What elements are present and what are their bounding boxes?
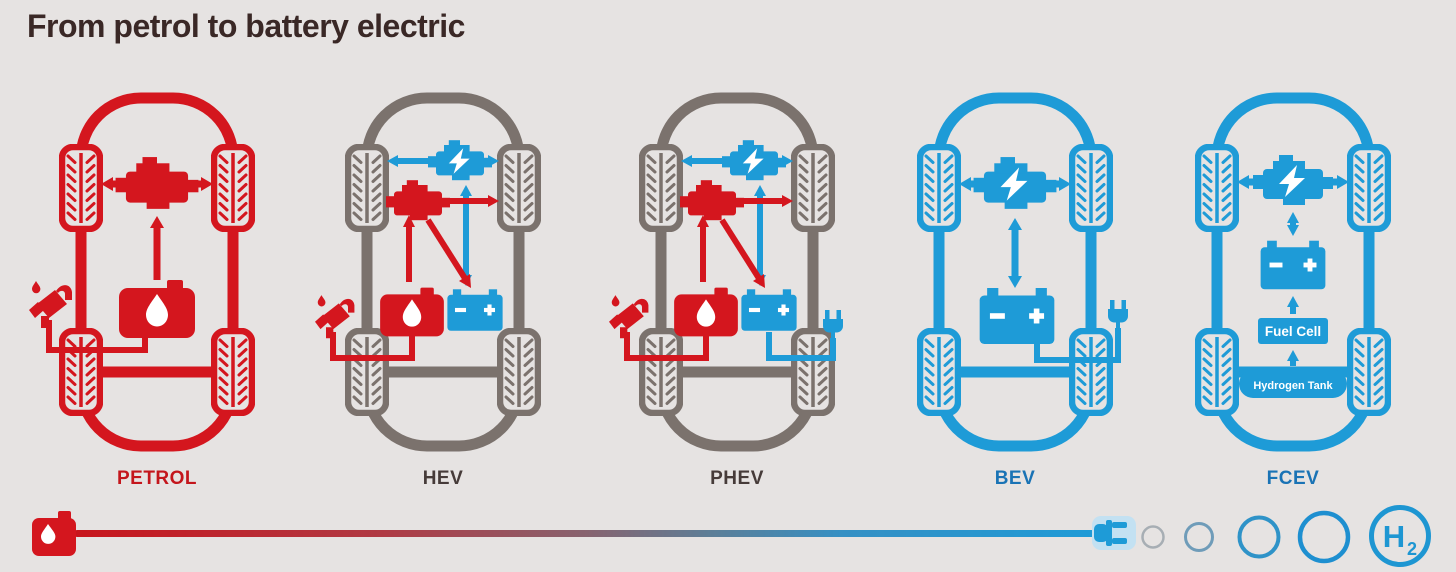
wheel-icon (1072, 331, 1110, 413)
motor-battery-arrow (1287, 212, 1299, 236)
wheel-icon (500, 331, 538, 413)
fuel-nozzle-icon (609, 295, 649, 339)
car-body-outline (361, 92, 525, 452)
fuel-to-engine-arrow (150, 216, 164, 280)
refuel-line (330, 332, 415, 361)
fuelcell-to-battery-arrow (1287, 296, 1299, 314)
tank-to-fuelcell-arrow (1287, 350, 1299, 366)
fuel-tank-icon (380, 287, 444, 337)
car-body-outline (933, 92, 1097, 452)
wheel-icon (214, 147, 252, 229)
transition-circle-1 (1141, 525, 1165, 549)
wheel-icon (1198, 331, 1236, 413)
wheel-icon (348, 147, 386, 229)
hydrogen-icon: H 2 (1369, 505, 1431, 567)
refuel-line (46, 320, 148, 353)
car-body-outline (655, 92, 819, 452)
transition-circle-4 (1297, 510, 1351, 564)
energy-transition-timeline: H 2 (32, 505, 1431, 567)
wheel-icon (794, 147, 832, 229)
fuel-tank-icon (674, 287, 738, 337)
wheel-icon (642, 331, 680, 413)
fuel-can-icon (32, 511, 76, 556)
wheel-icon (62, 331, 100, 413)
wheel-icon (1198, 147, 1236, 229)
electric-motor-icon (722, 140, 786, 181)
battery-icon (979, 288, 1055, 344)
vehicle-diagram-petrol (29, 92, 287, 452)
charging-line (766, 332, 836, 361)
battery-icon (741, 289, 797, 331)
wheel-icon (642, 147, 680, 229)
vehicle-diagram-phev (609, 92, 843, 452)
wheel-icon (920, 147, 958, 229)
vehicle-diagram-hev (315, 92, 573, 452)
engine-icon (386, 180, 450, 221)
wheel-icon (794, 331, 832, 413)
vehicle-label-fcev: FCEV (1266, 468, 1320, 489)
wheel-icon (348, 331, 386, 413)
wheel-icon (1350, 331, 1388, 413)
electric-motor-icon (428, 140, 492, 181)
wheel-icon (214, 331, 252, 413)
battery-icon (1260, 240, 1326, 290)
wheel-icon (1350, 147, 1388, 229)
electric-motor-icon (973, 157, 1057, 209)
battery-icon (447, 289, 503, 331)
motor-battery-arrow (1008, 218, 1022, 288)
wheel-icon (62, 147, 100, 229)
fuel-tank-icon (119, 280, 195, 338)
vehicle-label-petrol: PETROL (116, 468, 198, 489)
fuel-to-engine-arrow (403, 215, 415, 282)
car-body-outline (1211, 92, 1375, 452)
fuel-cell-label: Fuel Cell (1265, 324, 1321, 339)
fuel-cell-box (1258, 318, 1328, 344)
h2-main: H (1383, 519, 1405, 554)
transition-circle-3 (1237, 515, 1281, 559)
wheel-icon (1072, 147, 1110, 229)
wheel-icon (500, 147, 538, 229)
charging-line (1034, 328, 1121, 363)
vehicle-diagram-bev (885, 92, 1128, 452)
engine-to-battery-arrow (719, 218, 765, 288)
fuel-gradient-line (74, 530, 1100, 537)
h2-subscript: 2 (1407, 539, 1417, 559)
plug-icon (1092, 516, 1136, 550)
wheel-icon (920, 331, 958, 413)
engine-icon (680, 180, 744, 221)
hydrogen-tank-pill (1239, 370, 1347, 398)
refuel-line (624, 332, 709, 361)
fuel-nozzle-icon (315, 295, 355, 339)
engine-icon (115, 157, 199, 209)
vehicle-diagram-fcev: Fuel Cell Hydrogen Tank (1163, 92, 1423, 452)
vehicle-label-bev: BEV (994, 468, 1036, 489)
vehicle-label-hev: HEV (422, 468, 464, 489)
transition-circle-2 (1184, 522, 1214, 552)
electric-motor-icon (1253, 155, 1333, 205)
hydrogen-tank-label: Hydrogen Tank (1253, 380, 1333, 392)
charging-plug-icon (1108, 300, 1128, 328)
page-title: From petrol to battery electric (27, 8, 465, 44)
fuel-to-engine-arrow (697, 215, 709, 282)
car-body-outline (75, 92, 239, 452)
vehicle-label-phev: PHEV (710, 468, 764, 489)
engine-to-battery-arrow (425, 218, 471, 288)
